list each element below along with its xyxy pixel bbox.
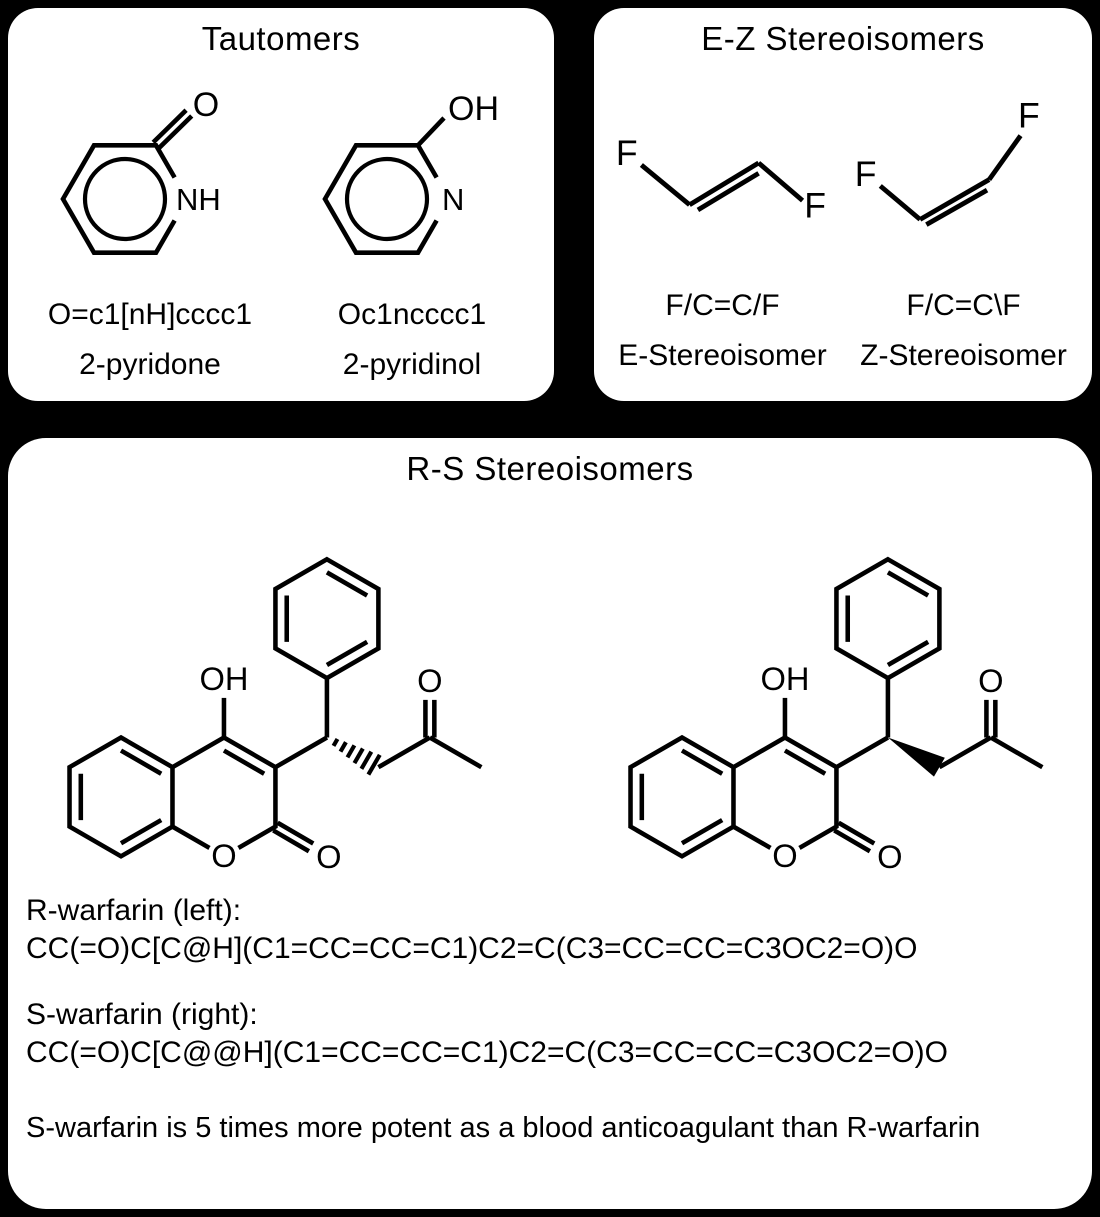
atom-label-f: F <box>855 154 877 194</box>
e-isomer-structure: F F F/C=C/F E-Stereoisomer <box>610 98 835 373</box>
lactone-double-bond <box>833 828 872 854</box>
pyridone-name: 2-pyridone <box>79 348 221 381</box>
atom-label-lactone-o: O <box>316 838 341 875</box>
atom-label-o: O <box>193 86 219 124</box>
pyridinol-structure: OH N Oc1ncccc1 2-pyridinol <box>292 64 532 382</box>
cc-double-bond <box>688 160 760 207</box>
benzo-ring <box>67 734 175 859</box>
pyridinol-smiles: Oc1ncccc1 <box>337 298 487 331</box>
phenyl-ring <box>834 556 942 681</box>
e-isomer-drawing: F F <box>616 133 826 225</box>
z-isomer-name: Z-Stereoisomer <box>860 339 1067 372</box>
atom-label-n: N <box>442 182 464 217</box>
ez-structures: F F F/C=C/F E-Stereoisomer F F F/C=C\F Z… <box>594 98 1092 373</box>
carbonyl-double-bond <box>151 108 188 145</box>
phenyl-ring <box>273 556 381 681</box>
e-isomer-smiles: F/C=C/F <box>665 289 780 322</box>
pyridinol-drawing: OH N <box>322 90 499 255</box>
lactone-double-bond <box>272 828 311 854</box>
r-warfarin-smiles: CC(=O)C[C@H](C1=CC=CC=C1)C2=C(C3=CC=CC=C… <box>26 932 918 965</box>
pyridone-ring <box>60 143 177 255</box>
ketone-chain: O <box>377 662 483 770</box>
pyridone-structure: O NH O=c1[nH]cccc1 2-pyridone <box>30 64 270 382</box>
s-warfarin-label: S-warfarin (right): <box>26 998 258 1031</box>
atom-label-ring-o: O <box>772 837 797 874</box>
hydroxyl-group: OH <box>199 660 248 738</box>
cf-bond <box>757 161 805 203</box>
r-warfarin-structure: O O OH <box>67 556 483 875</box>
atom-label-nh: NH <box>176 182 221 217</box>
atom-label-ketone-o: O <box>978 662 1003 699</box>
hydroxyl-bond <box>416 116 446 147</box>
rs-caption: R-warfarin (left): CC(=O)C[C@H](C1=CC=CC… <box>26 892 1092 1145</box>
rs-panel: R-S Stereoisomers O O OH <box>8 438 1092 1209</box>
lactone-double-bond <box>276 820 315 846</box>
z-isomer-smiles: F/C=C\F <box>906 289 1021 322</box>
potency-note: S-warfarin is 5 times more potent as a b… <box>26 1112 981 1144</box>
methyl-bond <box>989 735 1044 770</box>
c3-stereocenter-bond <box>835 735 890 770</box>
cc-double-bond <box>696 171 760 213</box>
pyranone-ring: O O <box>732 734 903 875</box>
z-isomer-structure: F F F/C=C\F Z-Stereoisomer <box>851 98 1076 373</box>
tautomers-title: Tautomers <box>201 20 361 57</box>
cc-double-bond <box>918 177 991 222</box>
pyranone-ring: O O <box>171 734 342 875</box>
z-isomer-drawing: F F <box>855 98 1040 227</box>
cf-bond <box>987 134 1023 182</box>
e-isomer-name: E-Stereoisomer <box>618 339 827 372</box>
pyridinol-name: 2-pyridinol <box>342 348 482 381</box>
ez-title: E-Z Stereoisomers <box>701 20 985 57</box>
aromatic-circle <box>82 156 168 242</box>
atom-label-f: F <box>804 185 826 225</box>
atom-label-oh: OH <box>448 90 499 128</box>
hashed-wedge-bond <box>331 737 382 776</box>
atom-label-ketone-o: O <box>417 662 442 699</box>
solid-wedge-bond <box>887 737 945 777</box>
rs-title: R-S Stereoisomers <box>406 450 694 487</box>
cc-double-bond <box>925 188 989 227</box>
s-warfarin-structure: O O OH O <box>628 556 1044 875</box>
carbonyl-double-bond <box>157 114 194 150</box>
atom-label-f: F <box>1018 98 1040 135</box>
aromatic-circle <box>344 156 430 242</box>
c3-stereocenter-bond <box>274 735 329 770</box>
benzo-ring <box>628 734 736 859</box>
lactone-double-bond <box>837 820 876 846</box>
hydroxyl-group: OH <box>760 660 809 738</box>
atom-label-f: F <box>616 133 638 173</box>
atom-label-lactone-o: O <box>877 838 902 875</box>
ketone-chain: O <box>938 662 1044 770</box>
s-warfarin-smiles: CC(=O)C[C@@H](C1=CC=CC=C1)C2=C(C3=CC=CC=… <box>26 1036 948 1069</box>
pyridone-smiles: O=c1[nH]cccc1 <box>47 298 253 331</box>
r-warfarin-label: R-warfarin (left): <box>26 894 242 927</box>
atom-label-oh: OH <box>760 660 809 697</box>
tautomers-structures: O NH O=c1[nH]cccc1 2-pyridone OH N Oc1nc… <box>8 64 554 382</box>
tautomers-panel: Tautomers O NH O=c1[nH]cccc1 2-pyridone … <box>8 8 554 401</box>
methyl-bond <box>428 735 483 770</box>
pyridone-drawing: O NH <box>60 86 221 255</box>
ez-panel: E-Z Stereoisomers F F F/C=C/F E-Stereois… <box>594 8 1092 401</box>
spacer <box>26 968 1092 996</box>
rs-structures: O O OH <box>8 490 1092 886</box>
cf-bond <box>878 184 922 222</box>
cf-bond <box>639 163 692 207</box>
atom-label-oh: OH <box>199 660 248 697</box>
atom-label-ring-o: O <box>211 837 236 874</box>
